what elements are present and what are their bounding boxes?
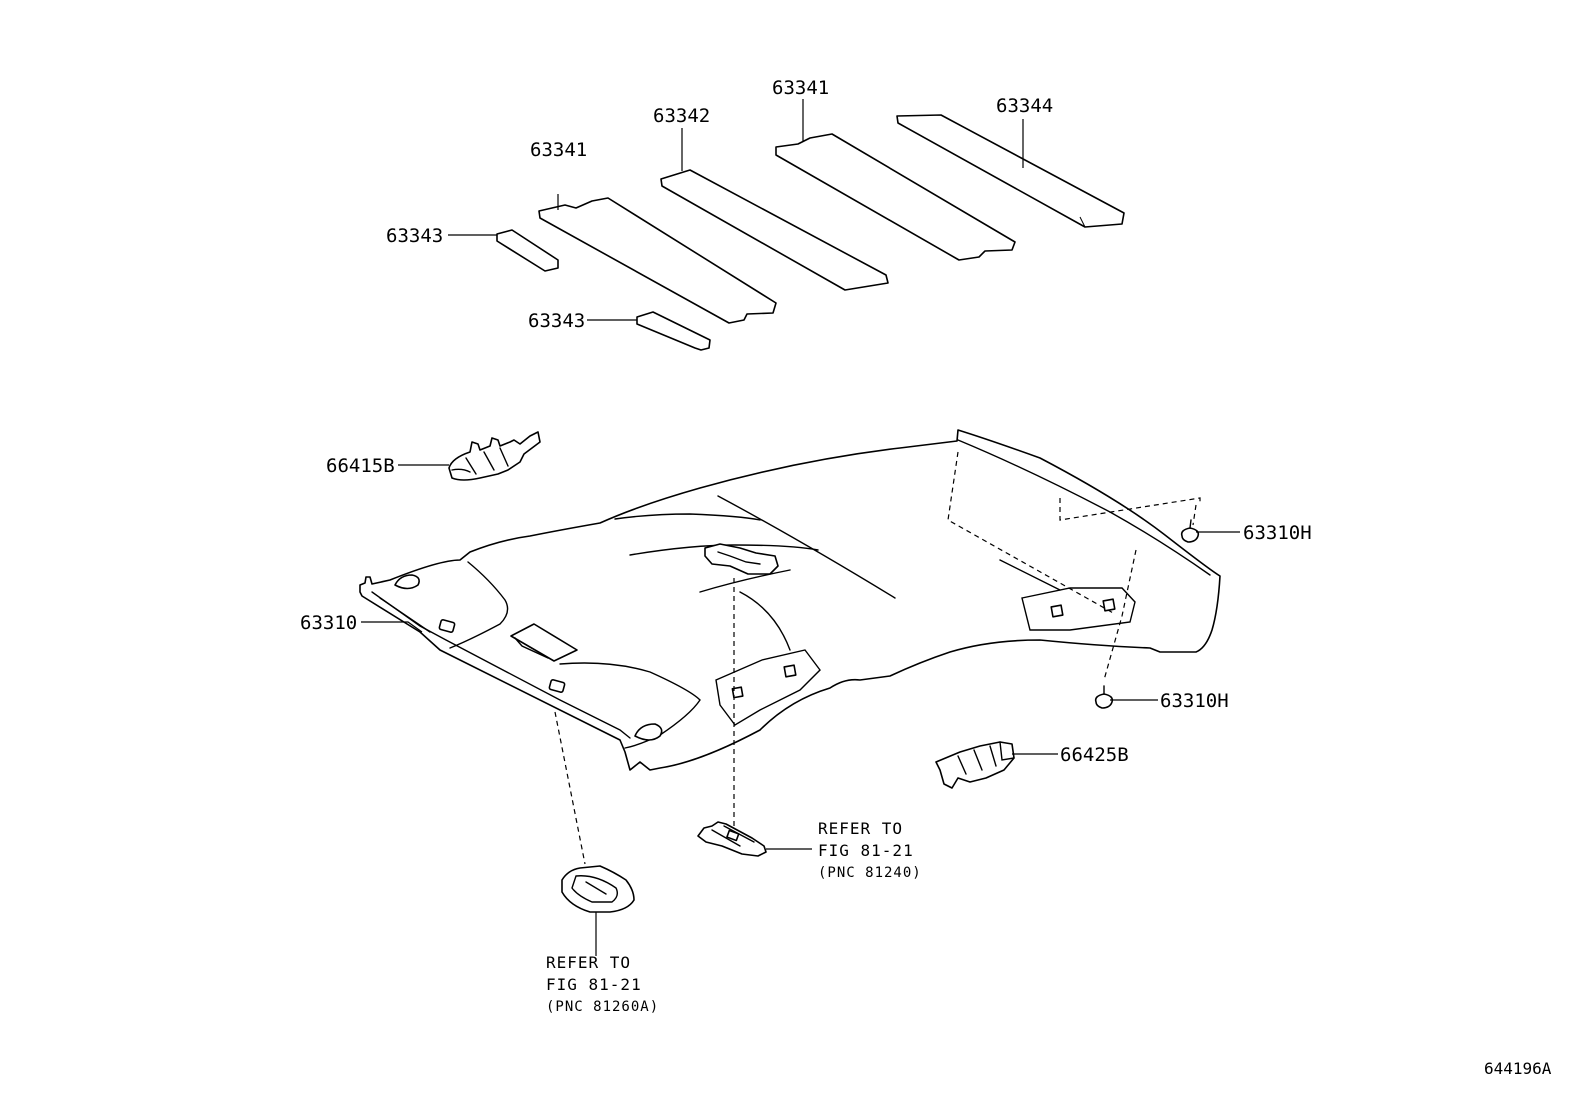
pad-63342[interactable] [660,169,889,291]
pad-63341-left[interactable] [538,197,777,324]
note-map-lamp-line1: REFER TO [818,819,903,838]
map-lamp[interactable] [697,821,767,857]
label-63343-bottom: 63343 [528,310,585,332]
label-63310H-bottom: 63310H [1160,690,1229,712]
note-room-lamp: REFER TO FIG 81-21 (PNC 81260A) [546,953,659,1015]
pad-63343-bottom[interactable] [636,311,711,351]
note-room-lamp-line1: REFER TO [546,953,631,972]
label-63341-right: 63341 [772,77,829,99]
note-map-lamp: REFER TO FIG 81-21 (PNC 81240) [818,819,922,881]
label-63310: 63310 [300,612,357,634]
pad-63343-top[interactable] [496,229,559,272]
note-room-lamp-line2: FIG 81-21 [546,975,642,994]
label-63341-left: 63341 [530,139,587,161]
illustration-ref: 644196A [1484,1059,1552,1078]
note-map-lamp-line3: (PNC 81240) [818,865,922,881]
label-63342: 63342 [653,105,710,127]
label-66425B: 66425B [1060,744,1129,766]
clip-63310H-top[interactable] [1180,519,1200,543]
note-map-lamp-line2: FIG 81-21 [818,841,914,860]
label-63343-top: 63343 [386,225,443,247]
clip-63310H-bottom[interactable] [1094,685,1114,709]
clip-66415B[interactable] [448,431,541,481]
bracket-66425B[interactable] [935,741,1015,789]
label-63310H-top: 63310H [1243,522,1312,544]
headliner-63310[interactable] [359,429,1221,771]
pad-63341-right[interactable] [775,133,1016,261]
label-66415B: 66415B [326,455,395,477]
note-room-lamp-line3: (PNC 81260A) [546,999,659,1015]
pad-63344[interactable] [896,114,1125,228]
leader-lines [361,99,1240,956]
label-63344: 63344 [996,95,1053,117]
room-lamp[interactable] [561,865,635,913]
